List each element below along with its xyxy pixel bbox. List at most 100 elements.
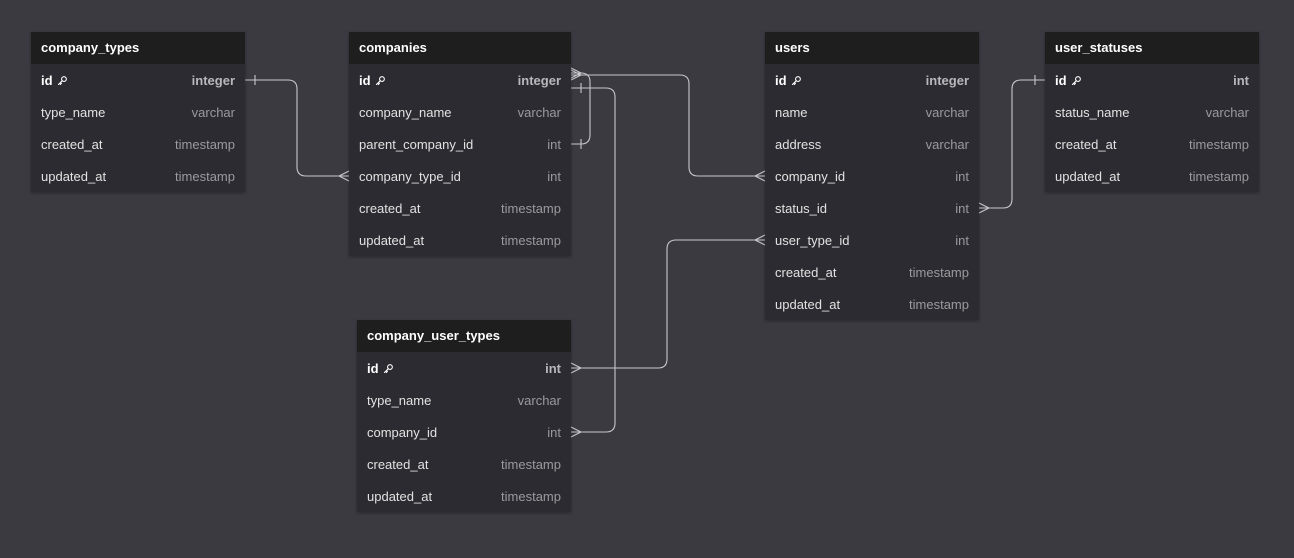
relation-line-company-types-to-companies[interactable] xyxy=(245,79,349,177)
column-name: updated_at xyxy=(359,232,425,248)
column-name: company_id xyxy=(367,424,438,440)
column-name: id xyxy=(775,72,787,88)
column-row-type-name[interactable]: type_name varchar xyxy=(31,96,245,128)
cardinality-many-marker xyxy=(337,170,350,182)
column-type: int xyxy=(1233,72,1249,88)
column-name: id xyxy=(1055,72,1067,88)
column-row-created-at[interactable]: created_at timestamp xyxy=(31,128,245,160)
column-type: varchar xyxy=(1205,104,1249,120)
column-name: created_at xyxy=(1055,136,1117,152)
cardinality-many-marker xyxy=(570,426,583,438)
column-type: int xyxy=(955,232,969,248)
column-name: type_name xyxy=(367,392,432,408)
cardinality-many-marker xyxy=(978,202,991,214)
column-name: type_name xyxy=(41,104,106,120)
column-name: created_at xyxy=(41,136,103,152)
column-row-company-id[interactable]: company_id int xyxy=(357,416,571,448)
column-name: updated_at xyxy=(775,296,841,312)
cardinality-many-marker xyxy=(570,67,583,79)
column-row-updated-at[interactable]: updated_at timestamp xyxy=(1045,160,1259,192)
table-header[interactable]: users xyxy=(765,32,979,64)
column-type: varchar xyxy=(191,104,235,120)
column-row-id[interactable]: id int xyxy=(1045,64,1259,96)
column-type: timestamp xyxy=(909,296,969,312)
table-header[interactable]: company_types xyxy=(31,32,245,64)
column-name: created_at xyxy=(775,264,837,280)
relation-line-companies-to-company-user-types[interactable] xyxy=(571,87,616,433)
relation-line-company-user-types-to-users[interactable] xyxy=(571,239,765,369)
column-name: address xyxy=(775,136,822,152)
column-type: timestamp xyxy=(175,136,235,152)
cardinality-many-marker xyxy=(570,362,583,374)
column-name: status_name xyxy=(1055,104,1130,120)
column-type: timestamp xyxy=(1189,168,1249,184)
column-type: int xyxy=(545,360,561,376)
column-name: created_at xyxy=(359,200,421,216)
relation-line-companies-to-users[interactable] xyxy=(571,74,765,177)
column-name: id xyxy=(41,72,53,88)
table-users[interactable]: users id integer name varchar address varchar c… xyxy=(765,32,979,320)
column-type: int xyxy=(955,168,969,184)
column-row-created-at[interactable]: created_at timestamp xyxy=(765,256,979,288)
column-name: name xyxy=(775,104,808,120)
relation-line-user-statuses-to-users[interactable] xyxy=(979,79,1045,209)
column-name: created_at xyxy=(367,456,429,472)
column-type: timestamp xyxy=(909,264,969,280)
column-row-id[interactable]: id integer xyxy=(31,64,245,96)
column-row-user-type-id[interactable]: user_type_id int xyxy=(765,224,979,256)
column-name: user_type_id xyxy=(775,232,850,248)
key-icon xyxy=(1071,75,1082,86)
column-type: integer xyxy=(925,72,969,88)
column-row-address[interactable]: address varchar xyxy=(765,128,979,160)
column-row-created-at[interactable]: created_at timestamp xyxy=(357,448,571,480)
column-row-name[interactable]: name varchar xyxy=(765,96,979,128)
table-header[interactable]: company_user_types xyxy=(357,320,571,352)
column-row-updated-at[interactable]: updated_at timestamp xyxy=(349,224,571,256)
column-row-updated-at[interactable]: updated_at timestamp xyxy=(357,480,571,512)
column-name: updated_at xyxy=(367,488,433,504)
column-type: timestamp xyxy=(501,232,561,248)
column-row-status-name[interactable]: status_name varchar xyxy=(1045,96,1259,128)
column-type: timestamp xyxy=(501,488,561,504)
key-icon xyxy=(57,75,68,86)
column-row-id[interactable]: id int xyxy=(357,352,571,384)
relation-line-companies-to-companies[interactable] xyxy=(571,72,591,145)
column-type: varchar xyxy=(925,104,969,120)
column-name: id xyxy=(367,360,379,376)
column-name: company_name xyxy=(359,104,452,120)
column-type: varchar xyxy=(517,104,561,120)
column-type: integer xyxy=(517,72,561,88)
key-icon xyxy=(383,363,394,374)
column-name: updated_at xyxy=(1055,168,1121,184)
column-type: timestamp xyxy=(501,456,561,472)
column-type: int xyxy=(547,168,561,184)
column-type: int xyxy=(547,424,561,440)
column-type: integer xyxy=(191,72,235,88)
column-row-company-name[interactable]: company_name varchar xyxy=(349,96,571,128)
table-header[interactable]: user_statuses xyxy=(1045,32,1259,64)
cardinality-many-marker xyxy=(753,170,766,182)
column-type: int xyxy=(955,200,969,216)
column-type: varchar xyxy=(925,136,969,152)
key-icon xyxy=(791,75,802,86)
column-row-updated-at[interactable]: updated_at timestamp xyxy=(765,288,979,320)
column-row-id[interactable]: id integer xyxy=(765,64,979,96)
column-type: int xyxy=(547,136,561,152)
table-header[interactable]: companies xyxy=(349,32,571,64)
cardinality-many-marker xyxy=(570,69,583,81)
cardinality-many-marker xyxy=(753,234,766,246)
